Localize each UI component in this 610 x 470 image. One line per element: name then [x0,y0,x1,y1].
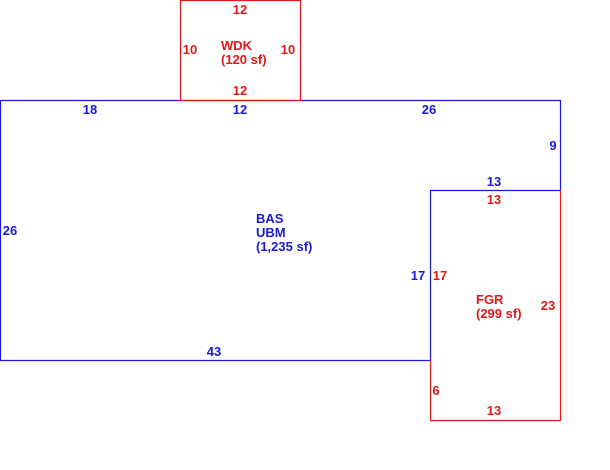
bas-dim-bottom: 43 [207,344,221,359]
bas-area: (1,235 sf) [256,239,312,254]
bas-dim-inner-side: 17 [411,268,425,283]
fgr-dim-left-upper: 17 [433,268,447,283]
bas-outline [0,99,562,362]
bas-dim-top-right: 26 [422,102,436,117]
fgr-code: FGR [476,292,504,307]
wdk-area: (120 sf) [221,52,267,67]
fgr-dim-top: 13 [487,192,501,207]
wdk-dim-top: 12 [233,2,247,17]
wdk-dim-right: 10 [281,42,295,57]
bas-dim-top-mid: 12 [233,102,247,117]
bas-dim-notch: 13 [487,174,501,189]
fgr-outline [429,190,562,422]
wdk-dim-left: 10 [183,42,197,57]
bas-code: BAS [256,211,284,226]
fgr-dim-bottom: 13 [487,403,501,418]
bas-dim-right: 9 [549,138,556,153]
fgr-dim-left-lower: 6 [432,383,439,398]
bas-dim-top-left: 18 [83,102,97,117]
fgr-dim-right: 23 [541,298,555,313]
bas-code-2: UBM [256,225,286,240]
wdk-code: WDK [221,38,253,53]
wdk-dim-bottom: 12 [233,83,247,98]
bas-dim-left: 26 [3,223,17,238]
fgr-area: (299 sf) [476,306,522,321]
wdk-outline [179,0,302,102]
